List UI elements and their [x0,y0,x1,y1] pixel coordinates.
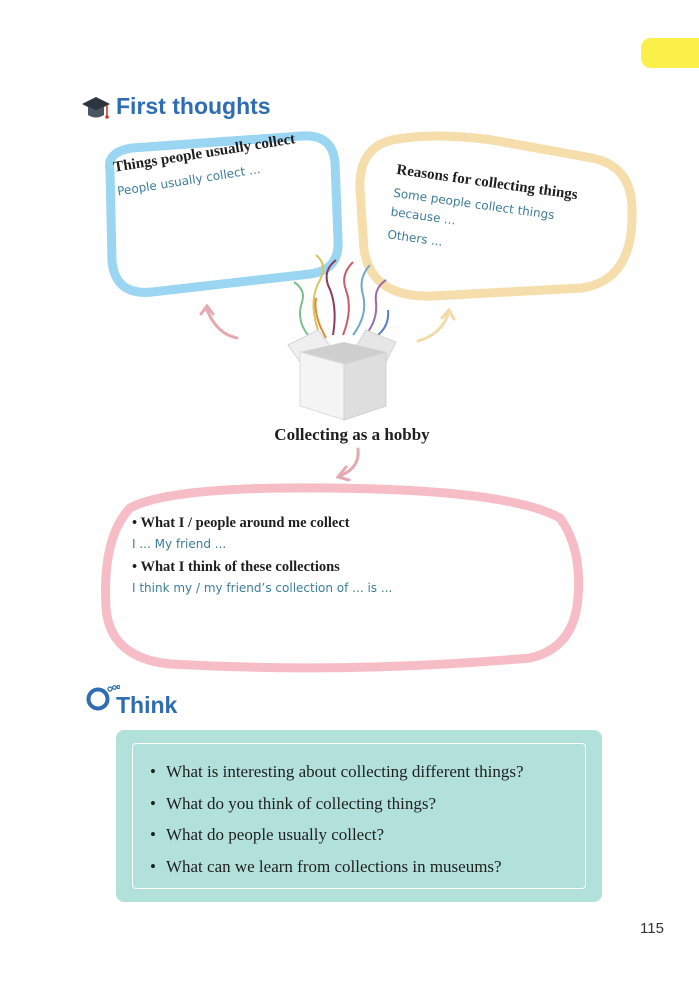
think-question: What do people usually collect? [150,819,523,851]
arrow-to-left-bubble [199,303,239,340]
gift-box-illustration [287,254,397,421]
pink-prompt-1: I ... My friend ... [132,537,227,551]
pink-item-2: • What I think of these collections [132,559,340,575]
arrow-to-pink-bubble [335,447,360,482]
arrow-to-right-bubble [416,307,456,343]
right-bubble-outline [355,131,637,301]
pink-bubble-text: • What I / people around me collect I ..… [132,515,552,603]
think-title: Think [116,692,178,718]
think-question: What do you think of collecting things? [150,788,523,820]
pink-bubble-outline [101,483,584,673]
first-thoughts-title: First thoughts [116,93,271,119]
think-question: What is interesting about collecting dif… [150,756,524,788]
pink-item-1: • What I / people around me collect [132,515,350,531]
left-bubble-outline [104,131,343,297]
think-question: What can we learn from collections in mu… [150,851,523,883]
think-box-inner-border [132,743,586,889]
pink-prompt-2: I think my / my friend’s collection of .… [132,581,393,595]
page-number: 115 [640,920,664,937]
graduation-cap-icon [82,97,110,119]
chapter-tab [641,38,699,68]
thought-bubble-icon [86,684,120,711]
center-label: Collecting as a hobby [274,425,430,444]
think-question-list: What is interesting about collecting dif… [150,756,524,883]
